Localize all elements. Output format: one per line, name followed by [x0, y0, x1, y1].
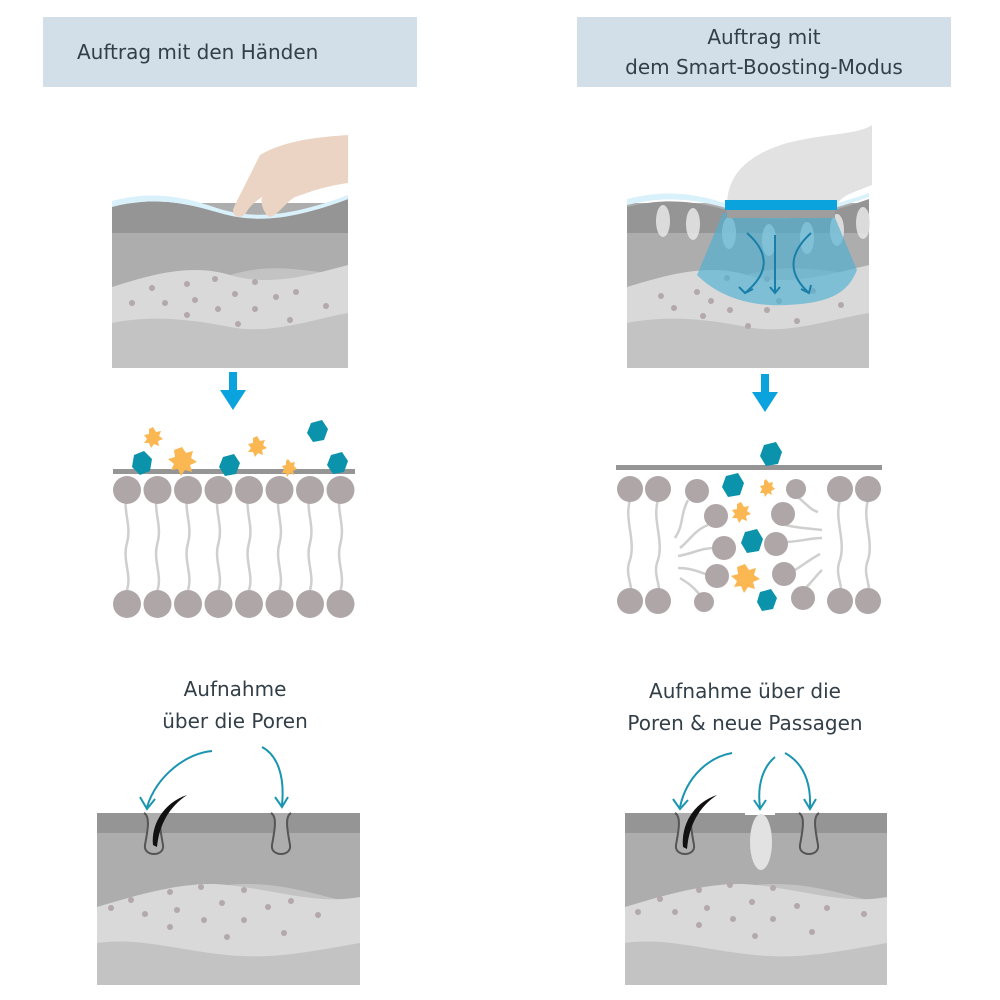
- lipid-tail: [124, 492, 130, 591]
- lipid-head: [113, 476, 141, 504]
- star-molecule: [282, 459, 297, 477]
- lipid-head: [265, 476, 294, 504]
- device-handle: [727, 125, 872, 205]
- skin-dermis-band: [112, 265, 348, 330]
- lipid-head: [204, 476, 233, 504]
- caption-pores-passages-line1: Aufnahme über die: [649, 679, 841, 703]
- lipid-head: [326, 476, 355, 504]
- skin-top-layer: [97, 813, 360, 833]
- header-hand-application-text: Auftrag mit den Händen: [77, 40, 319, 64]
- hexagon-molecule: [722, 473, 744, 497]
- lipid-head: [174, 476, 202, 504]
- device-ring: [725, 200, 837, 210]
- skin-pores-illustration: [97, 746, 360, 985]
- pore: [270, 812, 292, 855]
- caption-pores: Aufnahme über die Poren: [110, 673, 360, 737]
- skin-passages-illustration: [625, 752, 887, 985]
- hand: [233, 135, 348, 217]
- header-hand-application: Auftrag mit den Händen: [43, 17, 417, 87]
- lipid-head: [296, 476, 324, 504]
- lipid-head: [143, 476, 172, 504]
- hexagon-molecule: [757, 589, 777, 611]
- hexagon-molecule: [327, 452, 348, 474]
- lipid-tails: [124, 492, 344, 591]
- uptake-arrows: [139, 746, 289, 811]
- lipid-head: [143, 590, 172, 618]
- header-smart-boosting-line2: dem Smart-Boosting-Modus: [625, 55, 903, 79]
- caption-pores-line1: Aufnahme: [183, 677, 287, 701]
- star-molecule: [732, 502, 751, 523]
- lipid-head: [235, 476, 263, 504]
- dermis-particles: [108, 884, 321, 940]
- skin-device-illustration: [627, 125, 872, 368]
- lipid-tail: [215, 492, 222, 591]
- lipid-head: [204, 590, 233, 618]
- header-smart-boosting: Auftrag mit dem Smart-Boosting-Modus: [577, 17, 951, 87]
- star-molecule: [248, 436, 267, 457]
- dermis-particles: [635, 882, 867, 939]
- lipid-heads: [113, 476, 355, 618]
- lipid-tail: [246, 492, 252, 591]
- dermis-particles: [129, 276, 329, 327]
- lipid-head: [174, 590, 202, 618]
- star-molecule: [168, 447, 197, 476]
- ultrasound-beam: [697, 213, 857, 306]
- lipid-tail: [154, 492, 161, 591]
- lipid-tail: [185, 492, 191, 591]
- hexagon-molecule: [760, 442, 782, 466]
- lipid-tail: [276, 492, 283, 591]
- star-molecule: [144, 427, 163, 448]
- star-molecule: [731, 564, 760, 593]
- active-ingredients: [722, 442, 782, 611]
- caption-pores-passages-line2: Poren & neue Passagen: [627, 711, 863, 735]
- lipid-head: [113, 590, 141, 618]
- skin-dermis-band: [625, 884, 887, 957]
- skin-hand-illustration: [112, 135, 348, 368]
- hair: [152, 795, 187, 847]
- hair: [682, 795, 717, 849]
- header-smart-boosting-line1: Auftrag mit: [707, 25, 821, 49]
- hexagon-molecule: [132, 451, 152, 475]
- pore: [798, 812, 820, 855]
- membrane-intact: [113, 420, 355, 618]
- uptake-arrows: [672, 752, 817, 811]
- lipid-head: [265, 590, 294, 618]
- lipid-tail: [337, 492, 344, 591]
- passage-gap: [745, 811, 775, 815]
- lipid-tail: [307, 492, 313, 591]
- skin-dermis-band: [97, 884, 360, 957]
- caption-pores-passages: Aufnahme über die Poren & neue Passagen: [585, 675, 905, 739]
- membrane-surface-line: [616, 465, 882, 470]
- cream-film: [112, 195, 348, 219]
- lipid-head: [235, 590, 263, 618]
- membrane-opened: [616, 442, 882, 614]
- down-arrow-left: [220, 372, 246, 410]
- lipid-head: [296, 590, 324, 618]
- skin-top-layer: [112, 199, 348, 233]
- lipid-heads: [617, 476, 881, 614]
- hexagon-molecule: [741, 529, 763, 553]
- active-ingredients: [132, 420, 348, 477]
- caption-pores-line2: über die Poren: [162, 709, 308, 733]
- hexagon-molecule: [307, 420, 328, 442]
- down-arrow-right: [752, 374, 778, 412]
- new-passage: [750, 814, 772, 870]
- device-base: [727, 210, 835, 218]
- lipid-head: [326, 590, 355, 618]
- beam-flow-arrows: [738, 232, 812, 295]
- star-molecule: [760, 479, 775, 497]
- hexagon-molecule: [219, 454, 240, 476]
